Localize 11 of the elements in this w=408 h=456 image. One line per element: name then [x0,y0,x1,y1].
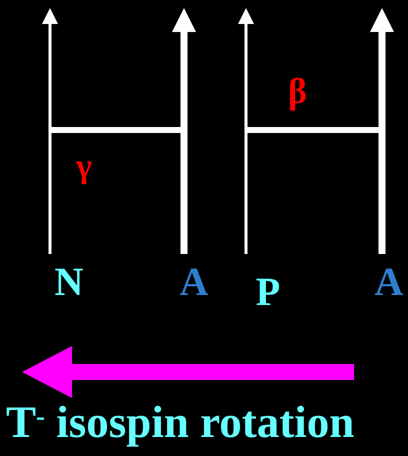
particle-label: N [54,262,84,302]
particle-label: P [256,272,280,312]
arrow [370,8,394,254]
particle-label: A [374,262,404,302]
caption-text: T$^{-}$ isospin rotation [6,396,354,448]
arrow [238,8,254,254]
particle-label: A [180,262,208,302]
beta-label: β [288,70,307,112]
gamma-label: γ [76,148,92,186]
arrow [42,8,58,254]
arrow [172,8,196,254]
